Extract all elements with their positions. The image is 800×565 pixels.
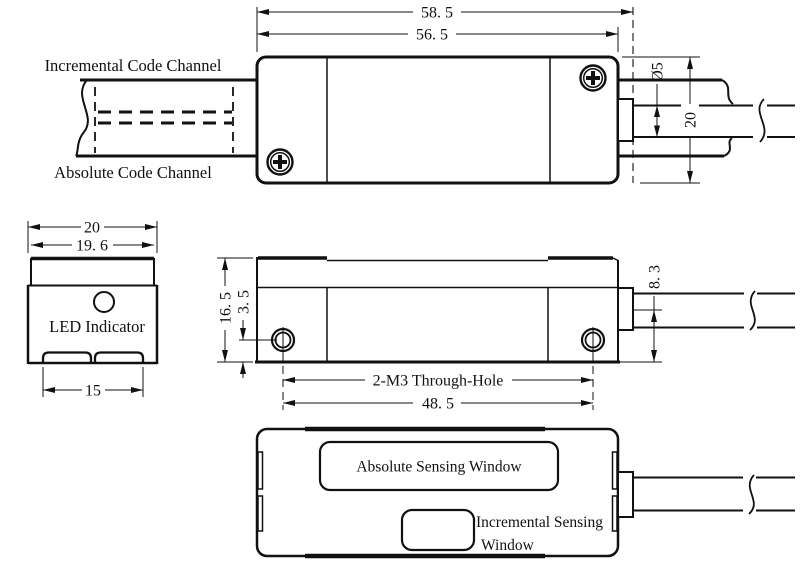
absolute-sensing-window <box>318 440 560 492</box>
through-hole-right <box>580 327 606 353</box>
svg-text:3. 5: 3. 5 <box>236 290 253 314</box>
sensing-foot-right <box>93 351 145 363</box>
svg-text:48. 5: 48. 5 <box>422 396 454 413</box>
led-indicator-label: LED Indicator <box>49 317 145 336</box>
cable-side-view <box>617 287 795 331</box>
svg-text:Ø5: Ø5 <box>650 62 667 82</box>
dim-hole-offset: 3. 5 <box>236 290 277 378</box>
cable-gland <box>617 98 634 142</box>
dim-cable-center-height: 8. 3 <box>620 265 664 363</box>
incremental-channel-label: Incremental Code Channel <box>45 56 222 75</box>
cable-gland <box>617 287 634 331</box>
cable-top-view <box>617 98 795 143</box>
cable-bottom-view <box>617 471 795 518</box>
absolute-channel-label: Absolute Code Channel <box>54 163 212 182</box>
absolute-window-label: Absolute Sensing Window <box>356 459 522 476</box>
dim-cable-diameter: Ø5 <box>650 62 667 137</box>
top-view: Incremental Code Channel Absolute Code C… <box>45 4 795 185</box>
mounting-screw-right <box>579 64 607 92</box>
svg-text:58. 5: 58. 5 <box>421 5 453 22</box>
svg-text:8. 3: 8. 3 <box>647 265 664 289</box>
svg-text:20: 20 <box>84 220 100 237</box>
cable-break-wave <box>758 98 766 143</box>
incremental-window-label-line2: Window <box>481 537 535 554</box>
bottom-view: Absolute Sensing Window Incremental Sens… <box>255 426 795 559</box>
front-view-dimensions-top: 20 19. 6 <box>27 219 158 255</box>
mounting-screw-left <box>266 148 294 176</box>
top-view-dimensions: 58. 5 56. 5 Ø5 <box>256 4 700 184</box>
sensor-body-front: LED Indicator <box>26 256 159 365</box>
svg-text:19. 6: 19. 6 <box>76 238 108 255</box>
scale-tape-right <box>616 78 734 158</box>
incremental-window-label-line1: Incremental Sensing <box>476 514 603 531</box>
cable-gland <box>617 471 634 518</box>
through-hole-label: 2-M3 Through-Hole <box>373 373 504 390</box>
front-view: 20 19. 6 LED Indicator <box>26 219 159 400</box>
cable-break-wave <box>748 474 755 515</box>
dim-body-length: 56. 5 <box>257 26 618 44</box>
side-view-dimensions: 16. 5 3. 5 8. 3 <box>216 257 664 413</box>
dim-body-width: 20 <box>622 56 700 184</box>
svg-text:16. 5: 16. 5 <box>218 292 235 324</box>
dim-height: 16. 5 <box>216 257 253 363</box>
incremental-sensing-window <box>400 508 476 552</box>
cable-break-wave <box>749 290 756 331</box>
tape-break-wave <box>75 79 89 157</box>
side-view: 16. 5 3. 5 8. 3 <box>216 256 795 413</box>
phillips-cross-icon <box>273 155 287 169</box>
sensing-foot-left <box>41 351 93 363</box>
side-tab <box>611 495 618 532</box>
led-indicator-icon <box>93 291 115 313</box>
side-tab <box>257 451 264 490</box>
dim-cap-width: 19. 6 <box>31 237 154 255</box>
phillips-cross-icon <box>586 71 600 85</box>
side-tab <box>257 495 264 532</box>
sensor-body-top <box>255 55 620 185</box>
dim-front-width: 20 <box>28 219 157 237</box>
incremental-channel-dashes <box>94 87 234 153</box>
sensor-body-bottom: Absolute Sensing Window Incremental Sens… <box>255 426 620 559</box>
sensor-body-side <box>255 256 620 364</box>
svg-text:15: 15 <box>85 383 101 400</box>
dim-hole-pitch: 2-M3 Through-Hole 48. 5 <box>282 353 594 413</box>
dim-window-span: 15 <box>42 367 144 400</box>
dim-total-length: 58. 5 <box>257 4 633 22</box>
side-tab <box>611 451 618 490</box>
scale-tape-left: Incremental Code Channel Absolute Code C… <box>45 56 258 182</box>
svg-text:56. 5: 56. 5 <box>416 27 448 44</box>
svg-text:20: 20 <box>683 112 700 128</box>
